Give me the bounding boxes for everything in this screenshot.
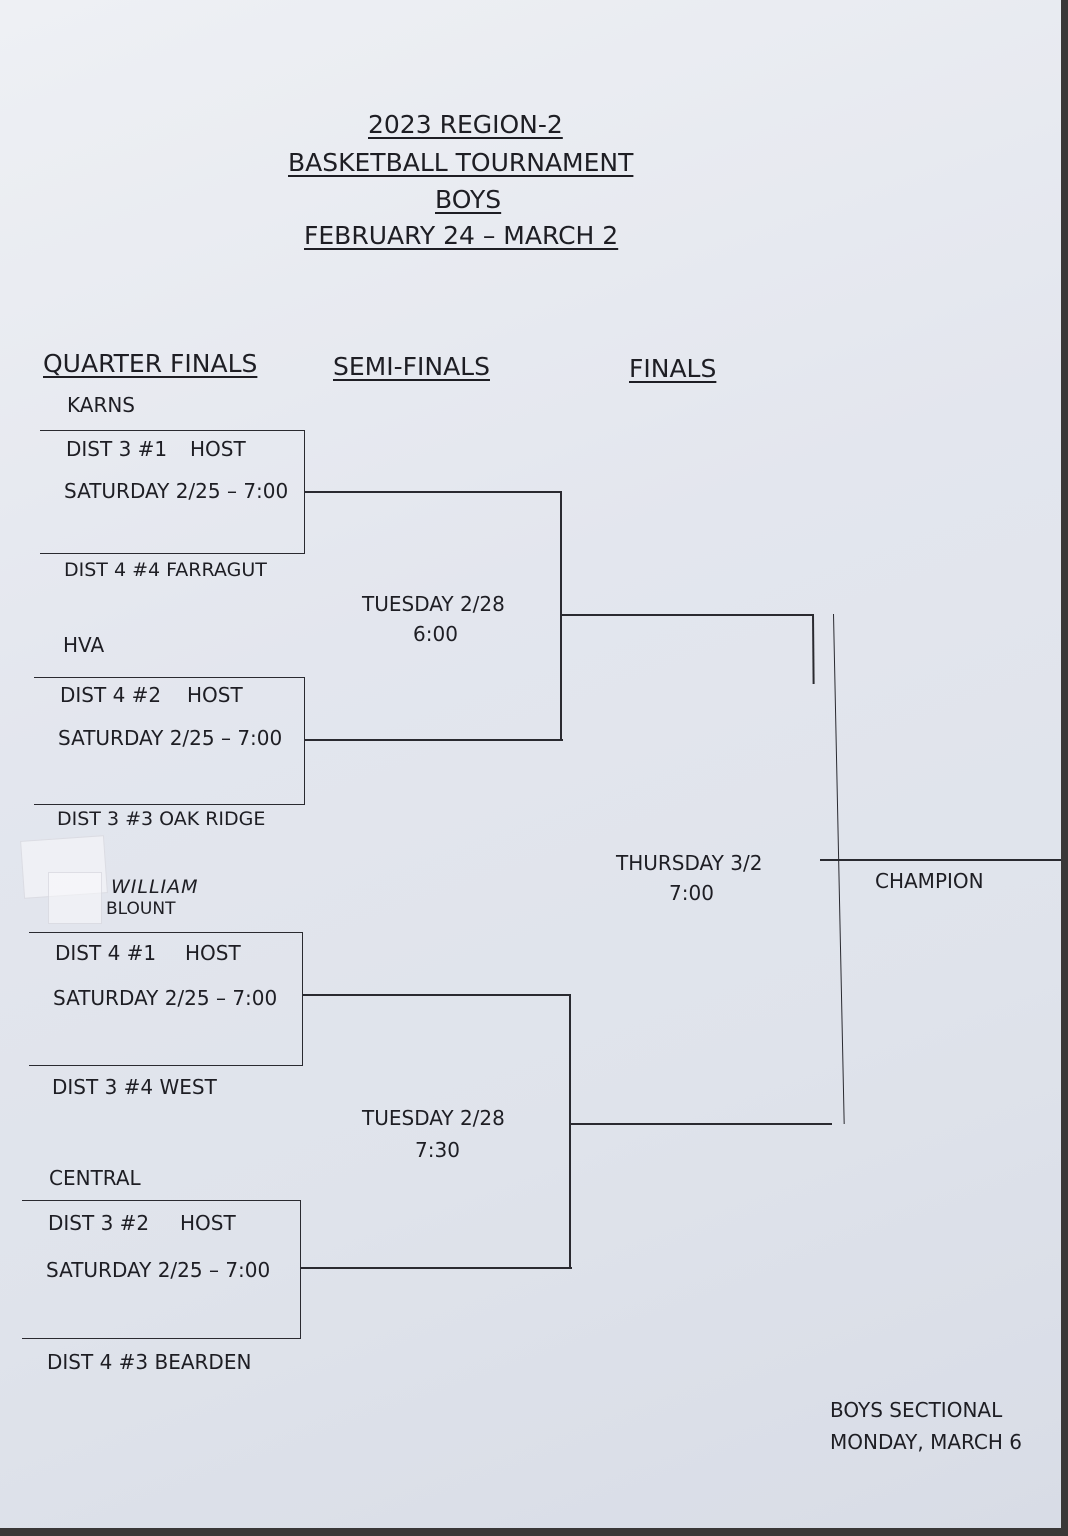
qf-visitor: DIST 4 #4 FARRAGUT: [64, 559, 267, 581]
title-tournament: BASKETBALL TOURNAMENT: [288, 148, 634, 177]
qf-site: BLOUNT: [106, 899, 176, 919]
qf-visitor: DIST 4 #3 BEARDEN: [47, 1350, 252, 1374]
qf-site: HVA: [63, 633, 105, 657]
final-day: THURSDAY 3/2: [616, 851, 763, 875]
qf-box: [34, 677, 305, 805]
qf-box: [29, 932, 303, 1066]
sf1-day: TUESDAY 2/28: [362, 592, 505, 616]
footer-sectional: BOYS SECTIONAL: [830, 1398, 1003, 1422]
qf-host-label: HOST: [185, 941, 241, 965]
qf-time: SATURDAY 2/25 – 7:00: [53, 986, 278, 1010]
qf-box: [22, 1200, 301, 1339]
sf1-time: 6:00: [413, 622, 458, 646]
title-division: BOYS: [435, 185, 502, 214]
qf-host-seed: DIST 4 #2: [60, 683, 162, 707]
qf-host-label: HOST: [187, 683, 243, 707]
champion-label: CHAMPION: [875, 869, 984, 893]
qf-site: CENTRAL: [49, 1166, 141, 1190]
title-year-region: 2023 REGION-2: [368, 110, 563, 139]
title-dates: FEBRUARY 24 – MARCH 2: [304, 221, 619, 250]
background-edge: [0, 1528, 1068, 1536]
final-time: 7:00: [669, 881, 714, 905]
sf2-time: 7:30: [415, 1138, 460, 1162]
qf-site: KARNS: [67, 393, 135, 417]
background-edge: [1061, 0, 1068, 1536]
qf-host-seed: DIST 4 #1: [55, 941, 157, 965]
qf-host-seed: DIST 3 #1: [66, 437, 168, 461]
round-quarter-finals: QUARTER FINALS: [43, 349, 258, 378]
qf-host-label: HOST: [190, 437, 246, 461]
qf-site-handwritten: WILLIAM: [111, 876, 199, 898]
qf-time: SATURDAY 2/25 – 7:00: [46, 1258, 271, 1282]
qf-time: SATURDAY 2/25 – 7:00: [58, 726, 283, 750]
qf-visitor: DIST 3 #4 WEST: [52, 1075, 217, 1099]
tape-patch: [48, 872, 102, 924]
qf-time: SATURDAY 2/25 – 7:00: [64, 479, 289, 503]
round-semi-finals: SEMI-FINALS: [333, 352, 490, 381]
sf2-day: TUESDAY 2/28: [362, 1106, 505, 1130]
qf-host-label: HOST: [180, 1211, 236, 1235]
qf-visitor: DIST 3 #3 OAK RIDGE: [57, 808, 266, 830]
footer-date: MONDAY, MARCH 6: [830, 1430, 1022, 1454]
qf-host-seed: DIST 3 #2: [48, 1211, 150, 1235]
round-finals: FINALS: [629, 354, 717, 383]
